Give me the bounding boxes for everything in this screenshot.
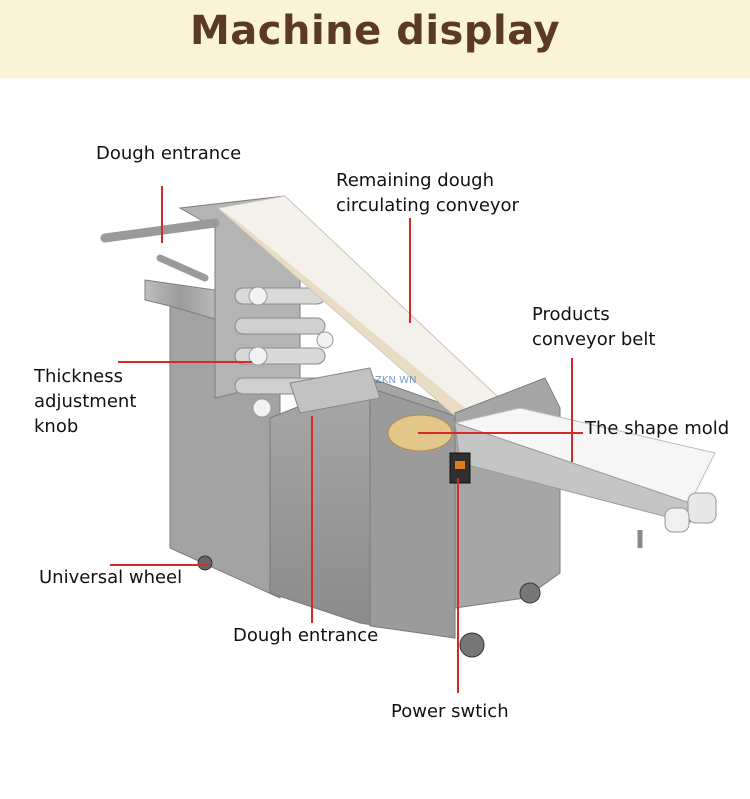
label-universal-wheel: Universal wheel <box>39 567 183 588</box>
label-dough-entrance-bottom: Dough entrance <box>233 625 379 646</box>
title-banner: Machine display <box>0 0 750 78</box>
svg-text:ZKN WN: ZKN WN <box>375 375 416 386</box>
label-thickness-3: knob <box>34 416 79 437</box>
label-power-switch: Power swtich <box>391 701 509 722</box>
label-remaining-conveyor-1: Remaining dough <box>336 170 494 191</box>
label-remaining-conveyor-2: circulating conveyor <box>336 195 519 216</box>
thickness-knobs <box>234 286 334 418</box>
page-title: Machine display <box>189 8 561 54</box>
machine-illustration: ZKN WN <box>100 186 717 693</box>
label-products-belt-1: Products <box>532 304 610 325</box>
label-thickness-2: adjustment <box>34 391 137 412</box>
label-thickness-1: Thickness <box>34 366 123 387</box>
label-products-belt-2: conveyor belt <box>532 329 656 350</box>
label-shape-mold: The shape mold <box>585 418 730 439</box>
label-dough-entrance-top: Dough entrance <box>96 143 242 164</box>
